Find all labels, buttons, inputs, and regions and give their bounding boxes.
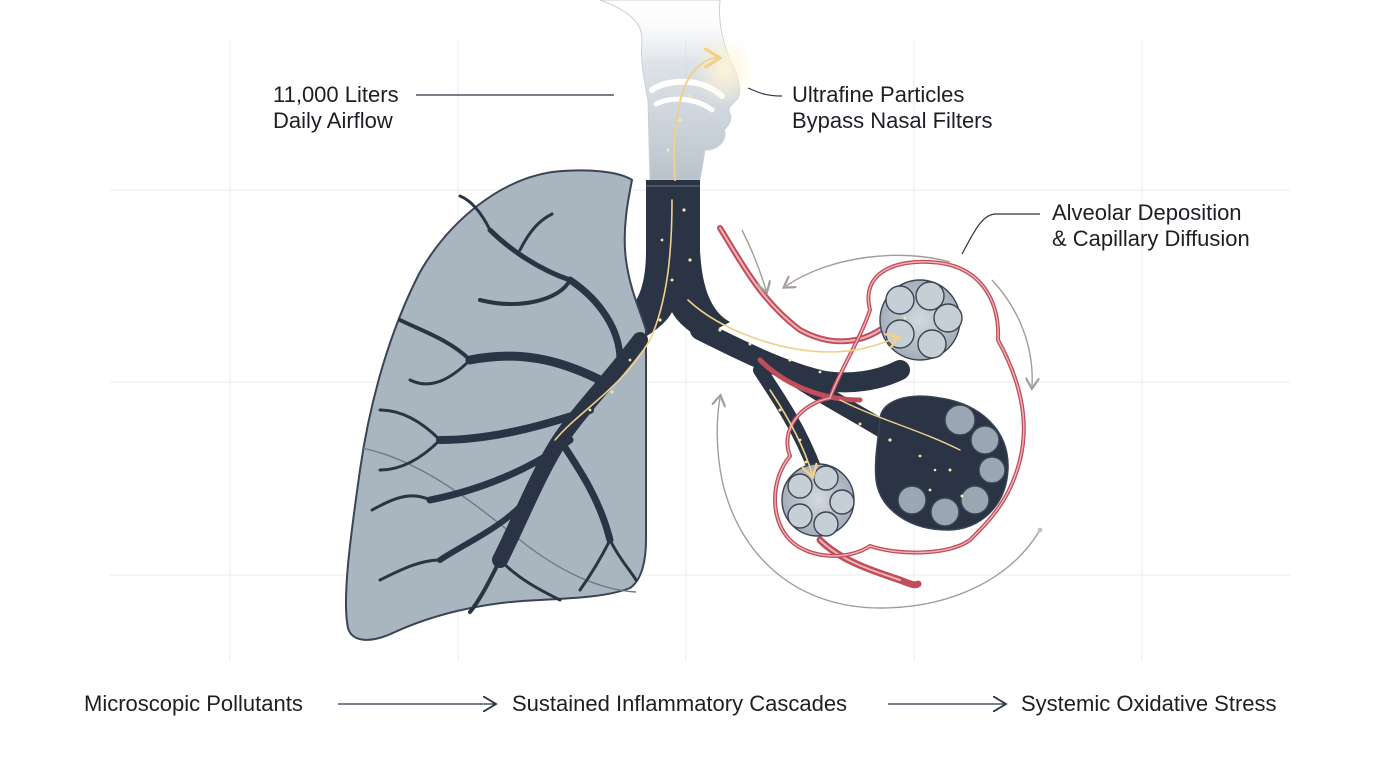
alveolar-clusters xyxy=(781,279,1009,537)
annotation-ultrafine: Ultrafine Particles Bypass Nasal Filters xyxy=(792,82,993,134)
annotation-leaders xyxy=(416,87,1040,255)
curved-arrow-icon xyxy=(717,229,1041,609)
flow-step-pollutants: Microscopic Pollutants xyxy=(84,691,303,716)
particle-dots xyxy=(588,94,964,498)
annotation-alveolar: Alveolar Deposition & Capillary Diffusio… xyxy=(1052,200,1250,252)
particle-airflow xyxy=(554,58,961,474)
head-silhouette xyxy=(599,0,755,181)
trachea xyxy=(618,180,730,340)
right-bronchus xyxy=(690,320,910,477)
left-lung xyxy=(344,169,647,641)
annotation-alveolar-line2: & Capillary Diffusion xyxy=(1052,226,1250,251)
bronchial-tree xyxy=(370,194,648,614)
leader-ultrafine xyxy=(747,87,783,97)
annotation-airflow-line2: Daily Airflow xyxy=(273,108,393,133)
lung-fissure xyxy=(361,447,637,593)
annotation-airflow: 11,000 Liters Daily Airflow xyxy=(273,82,399,134)
flow-step-oxidative-stress: Systemic Oxidative Stress xyxy=(1021,691,1277,716)
annotation-alveolar-line1: Alveolar Deposition xyxy=(1052,200,1242,225)
annotation-ultrafine-line1: Ultrafine Particles xyxy=(792,82,965,107)
flow-step-inflammation: Sustained Inflammatory Cascades xyxy=(512,691,848,716)
leader-alveolar xyxy=(961,213,1040,255)
annotation-airflow-line1: 11,000 Liters xyxy=(273,82,399,107)
annotation-ultrafine-line2: Bypass Nasal Filters xyxy=(792,108,993,133)
